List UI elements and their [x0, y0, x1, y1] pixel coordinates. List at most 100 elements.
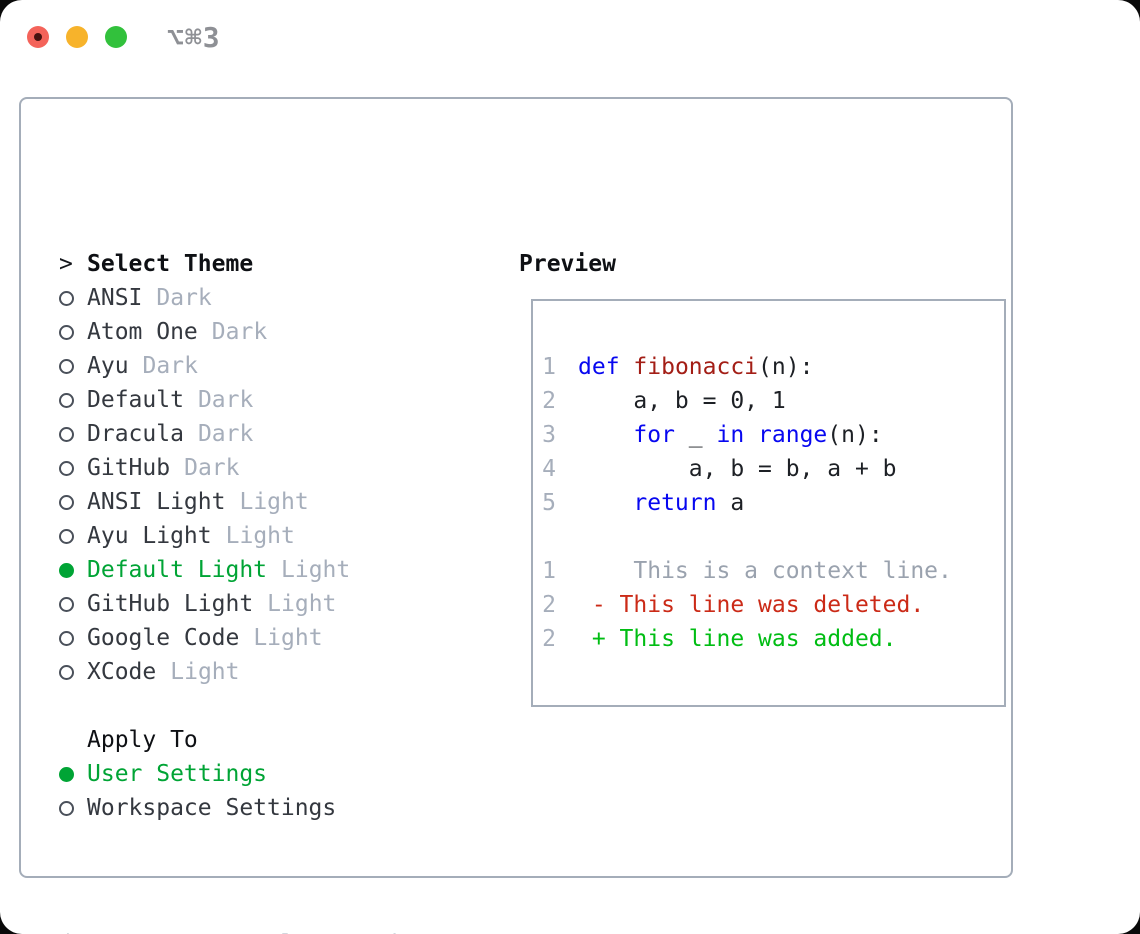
code-token: def — [578, 354, 620, 380]
radio-icon — [59, 494, 87, 510]
circle-glyph — [59, 426, 74, 442]
code-token: range — [758, 422, 828, 448]
code-token: a, b = b, a + b — [578, 456, 897, 482]
line-number: 3 — [542, 422, 556, 448]
option-label: Google Code — [87, 625, 240, 651]
circle-glyph — [59, 324, 74, 340]
window-title: ⌥⌘3 — [167, 21, 221, 54]
option-label: Dracula — [87, 421, 184, 447]
window-controls — [27, 26, 127, 48]
variant-tag: Light — [281, 557, 351, 583]
radio-icon — [59, 290, 87, 306]
radio-selected-icon — [59, 766, 87, 782]
theme-option[interactable]: GitHub Light Light — [59, 587, 350, 621]
variant-tag: Dark — [197, 387, 254, 413]
circle-glyph — [59, 562, 74, 578]
code-token: This is a context line. — [578, 558, 952, 584]
circle-glyph — [59, 664, 74, 680]
line-number: 2 — [542, 626, 556, 652]
circle-glyph — [59, 460, 74, 476]
code-token: _ — [674, 422, 717, 448]
code-token: a, b = 0, 1 — [578, 388, 786, 414]
code-line: 1 def fibonacci(n): — [542, 350, 1004, 384]
code-token: return — [633, 490, 717, 516]
circle-glyph — [59, 800, 74, 816]
help-text: (Use Enter to select, Tab to change focu… — [59, 859, 447, 934]
radio-icon — [59, 460, 87, 476]
variant-tag: Dark — [156, 285, 212, 311]
circle-glyph — [59, 358, 74, 374]
variant-tag: Light — [267, 591, 337, 617]
diff-line: 2 - This line was deleted. — [542, 588, 1004, 622]
code-line: 2 a, b = 0, 1 — [542, 384, 1004, 418]
theme-option[interactable]: Google Code Light — [59, 621, 350, 655]
radio-icon — [59, 528, 87, 544]
theme-option[interactable]: GitHub Dark — [59, 451, 350, 485]
zoom-button[interactable] — [105, 26, 127, 48]
circle-glyph — [59, 392, 74, 408]
radio-selected-icon — [59, 562, 87, 578]
code-token: (n): — [827, 422, 883, 448]
code-token: for — [633, 422, 675, 448]
line-number: 5 — [542, 490, 556, 516]
theme-option[interactable]: ANSI Dark — [59, 281, 350, 315]
option-label: GitHub — [87, 455, 171, 481]
variant-tag: Dark — [184, 455, 240, 481]
variant-tag: Dark — [197, 421, 254, 447]
code-line: 5 return a — [542, 486, 1004, 520]
code-token: in — [716, 422, 745, 448]
apply-to-option[interactable]: Workspace Settings — [59, 791, 350, 825]
option-label: Default Light — [87, 557, 268, 583]
code-token — [578, 486, 633, 520]
circle-glyph — [59, 630, 74, 646]
theme-option[interactable]: Dracula Dark — [59, 417, 350, 451]
apply-to-header: Apply To — [59, 723, 350, 757]
radio-icon — [59, 324, 87, 340]
variant-tag: Light — [239, 489, 309, 515]
apply-to-title: Apply To — [87, 727, 198, 753]
circle-glyph — [59, 596, 74, 612]
select-theme-title: Select Theme — [87, 251, 254, 277]
code-token: (n): — [758, 354, 814, 380]
preview-title: Preview — [519, 251, 616, 277]
line-number: 4 — [542, 456, 556, 482]
line-number: 1 — [542, 354, 556, 380]
close-button[interactable] — [27, 26, 49, 48]
minimize-button[interactable] — [66, 26, 88, 48]
radio-icon — [59, 630, 87, 646]
option-label: Atom One — [87, 319, 198, 345]
spacer — [59, 689, 350, 723]
code-token — [620, 350, 634, 384]
line-number: 2 — [542, 592, 556, 618]
diff-line: 1 This is a context line. — [542, 554, 1004, 588]
code-token: + This line was added. — [578, 626, 897, 652]
variant-tag: Light — [253, 625, 323, 651]
apply-to-option[interactable]: User Settings — [59, 757, 350, 791]
variant-tag: Dark — [142, 353, 198, 379]
option-label: Workspace Settings — [87, 795, 337, 821]
code-token: fibonacci — [633, 354, 759, 380]
option-label: Ayu Light — [87, 523, 212, 549]
diff-line: 2 + This line was added. — [542, 622, 1004, 656]
radio-icon — [59, 664, 87, 680]
select-theme-header: > Select Theme — [59, 247, 350, 281]
radio-icon — [59, 800, 87, 816]
option-label: ANSI — [87, 285, 143, 311]
option-label: User Settings — [87, 761, 268, 787]
option-label: GitHub Light — [87, 591, 254, 617]
theme-option[interactable]: Default Light Light — [59, 553, 350, 587]
radio-icon — [59, 426, 87, 442]
circle-glyph — [59, 528, 74, 544]
